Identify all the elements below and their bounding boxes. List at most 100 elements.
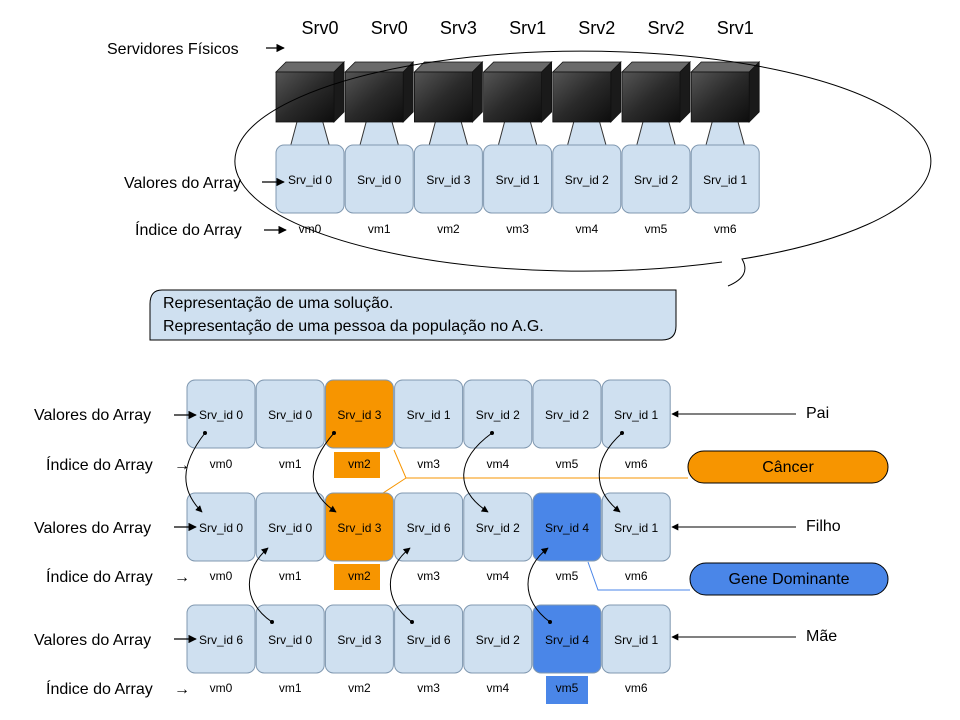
pai-cell-4 [463, 379, 533, 449]
top-index-1: vm1 [368, 222, 391, 236]
bottom-index-r2-2: vm2 [348, 681, 371, 695]
server-icon-1 [344, 71, 404, 123]
server-cube-side-0 [333, 61, 345, 123]
top-cell-5 [621, 144, 691, 214]
top-cell-2 [413, 144, 483, 214]
curve-pai-vm0-filho-vm0 [185, 432, 206, 513]
mae-cell-value-3: Srv_id 6 [407, 633, 451, 647]
server-cubes [275, 61, 761, 149]
filho-index-label: Índice do Array [46, 567, 153, 586]
server-cube-top-0 [275, 61, 345, 73]
dot-pai-vm4 [490, 431, 494, 435]
dot-pai-vm0 [203, 431, 207, 435]
filho-cell-3 [394, 492, 464, 562]
bottom-index-r0-6: vm6 [625, 457, 648, 471]
server-cube-side-4 [610, 61, 622, 123]
top-cell-value-4: Srv_id 2 [565, 173, 609, 187]
top-index-3: vm3 [506, 222, 529, 236]
mae-vm5-highlight [546, 676, 588, 704]
top-cell-3 [483, 144, 553, 214]
pai-cell-0 [186, 379, 256, 449]
server-icon-5 [621, 71, 681, 123]
bottom-index-r0-0: vm0 [210, 457, 233, 471]
bottom-index-r0-5: vm5 [556, 457, 579, 471]
pai-label: Pai [806, 405, 829, 422]
pai-values-label: Valores do Array [34, 407, 151, 424]
cancer-connector-2 [379, 477, 407, 496]
bottom-index-r1-3: vm3 [417, 569, 440, 583]
bottom-index-r0-4: vm4 [486, 457, 509, 471]
pai-cell-5 [532, 379, 602, 449]
top-values-label: Valores do Array [124, 175, 241, 192]
mae-cell-value-4: Srv_id 2 [476, 633, 520, 647]
pai-cell-3 [394, 379, 464, 449]
top-cell-value-2: Srv_id 3 [426, 173, 470, 187]
server-cube-side-2 [471, 61, 483, 123]
server-icon-3 [483, 71, 543, 123]
filho-cell-2 [324, 492, 394, 562]
server-label-6: Srv1 [717, 18, 754, 38]
top-index-6: vm6 [714, 222, 737, 236]
server-cube-side-1 [402, 61, 414, 123]
server-cube-side-6 [748, 61, 760, 123]
top-index-0: vm0 [299, 222, 322, 236]
bottom-index-r1-6: vm6 [625, 569, 648, 583]
bottom-index-r1-0: vm0 [210, 569, 233, 583]
server-cube-top-3 [482, 61, 553, 73]
filho-cell-value-0: Srv_id 0 [199, 521, 243, 535]
server-icon-4 [552, 71, 612, 123]
curve-pai-vm2-filho-vm2 [312, 432, 337, 513]
solution-callout-box [149, 289, 677, 341]
mae-cell-value-2: Srv_id 3 [337, 633, 381, 647]
dot-pai-vm6 [620, 431, 624, 435]
server-cube-top-5 [621, 61, 691, 73]
filho-cell-value-2: Srv_id 3 [337, 521, 381, 535]
inheritance-curves [185, 432, 623, 623]
pai-index-arrow: → [174, 457, 190, 474]
top-index-label: Índice do Array [135, 220, 242, 239]
top-index-5: vm5 [645, 222, 668, 236]
pai-cell-2 [324, 379, 394, 449]
mae-index-label: Índice do Array [46, 679, 153, 698]
top-cell-value-6: Srv_id 1 [703, 173, 747, 187]
physical-servers-label: Servidores Físicos [107, 41, 239, 58]
gene-dominant-badge [689, 562, 889, 596]
gene-dominant-badge-label: Gene Dominante [729, 571, 850, 588]
top-index-4: vm4 [575, 222, 598, 236]
pai-cell-value-6: Srv_id 1 [614, 408, 658, 422]
pai-cell-value-3: Srv_id 1 [407, 408, 451, 422]
bottom-index-r1-5: vm5 [556, 569, 579, 583]
mae-cell-4 [463, 604, 533, 674]
bottom-index-r2-3: vm3 [417, 681, 440, 695]
bottom-index-r1-2: vm2 [348, 569, 371, 583]
pai-vm2-highlight [334, 452, 380, 478]
server-label-2: Srv3 [440, 18, 477, 38]
top-cell-0 [275, 144, 345, 214]
bottom-index-r2-4: vm4 [486, 681, 509, 695]
server-icon-2 [413, 71, 473, 123]
top-cell-1 [344, 144, 414, 214]
filho-cell-value-5: Srv_id 4 [545, 521, 589, 535]
filho-cell-value-3: Srv_id 6 [407, 521, 451, 535]
server-label-5: Srv2 [647, 18, 684, 38]
server-label-4: Srv2 [578, 18, 615, 38]
pai-cell-6 [601, 379, 671, 449]
bottom-index-labels: vm0 vm1 vm2 vm3 vm4 vm5 vm6 vm0 vm1 vm2 vm3 vm4 vm5 v… [210, 457, 648, 695]
filho-cell-4 [463, 492, 533, 562]
filho-cell-value-1: Srv_id 0 [268, 521, 312, 535]
bottom-index-r2-6: vm6 [625, 681, 648, 695]
bottom-index-r1-1: vm1 [279, 569, 302, 583]
dot-mae-vm3 [410, 620, 414, 624]
bottom-index-r2-1: vm1 [279, 681, 302, 695]
filho-label: Filho [806, 518, 841, 535]
pai-cell-value-4: Srv_id 2 [476, 408, 520, 422]
server-label-1: Srv0 [371, 18, 408, 38]
pai-cell-value-0: Srv_id 0 [199, 408, 243, 422]
top-cell-value-3: Srv_id 1 [496, 173, 540, 187]
filho-cell-5 [532, 492, 602, 562]
server-cube-top-6 [690, 61, 761, 73]
